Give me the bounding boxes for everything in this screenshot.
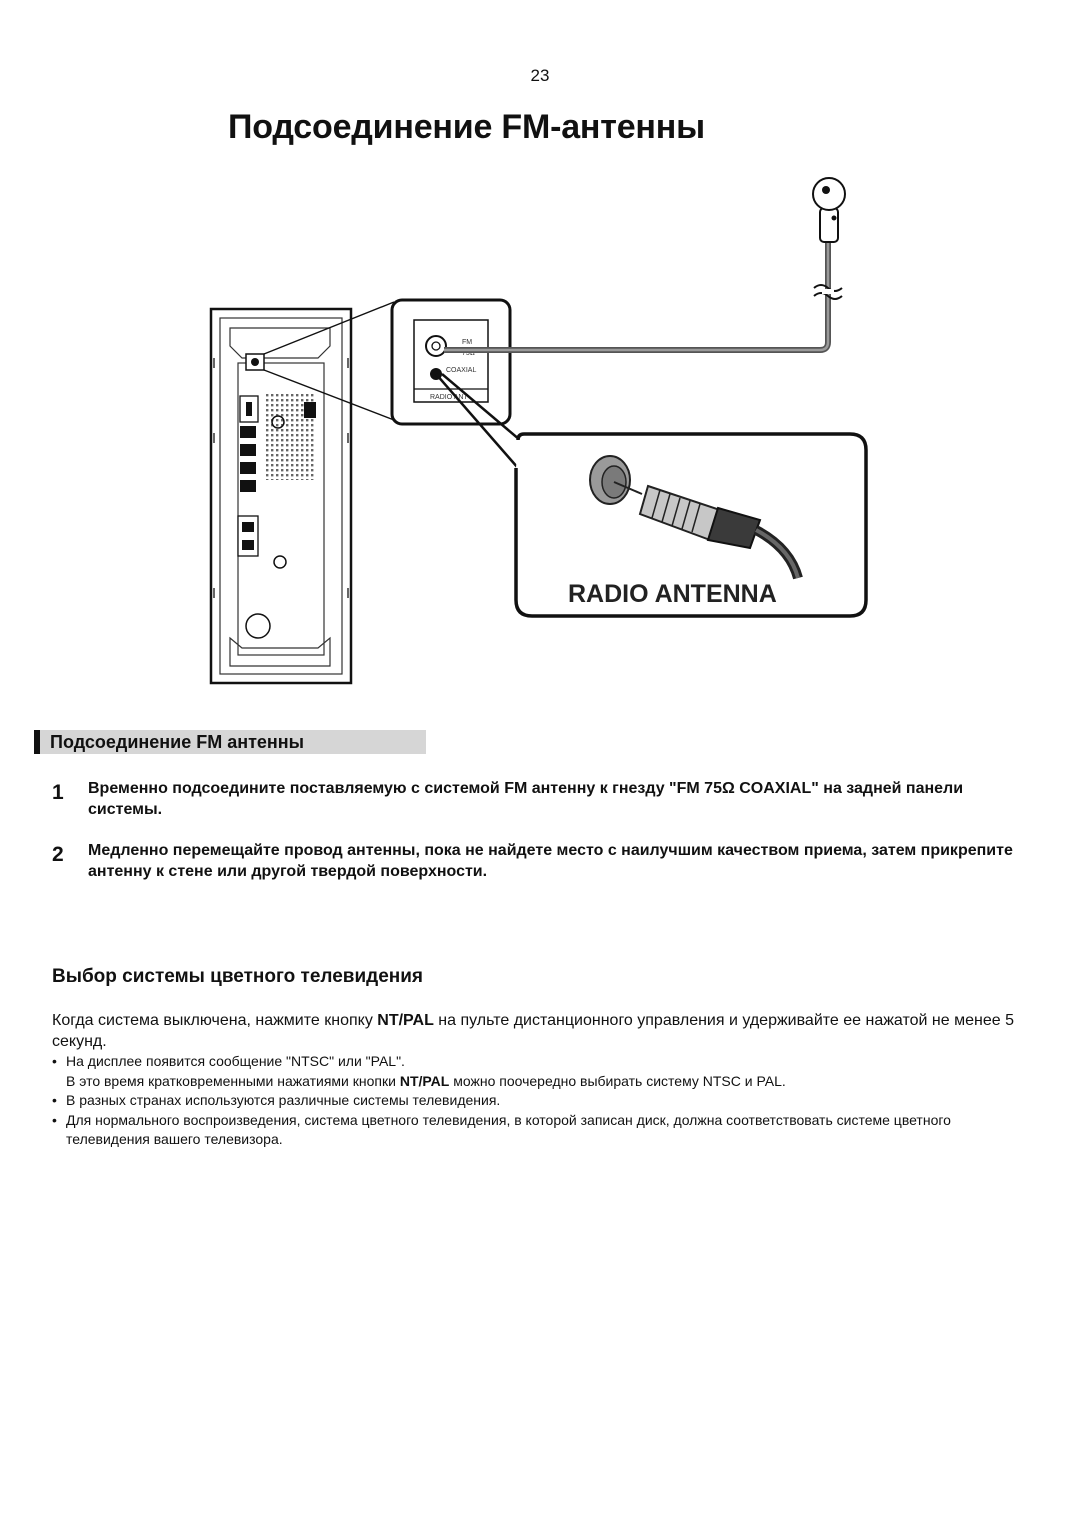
note-line: В это время кратковременными нажатиями к…	[66, 1072, 1032, 1092]
bullet-icon: •	[52, 1111, 57, 1128]
port-inset: FM 75Ω COAXIAL RADIO ANT	[390, 298, 512, 426]
step-text: Временно подсоедините поставляемую с сис…	[88, 780, 964, 818]
step-number: 1	[52, 781, 64, 804]
note-text: В разных странах используются различные …	[66, 1092, 501, 1108]
intro-text-end: на пульте дистанционного управления и уд…	[52, 1012, 1014, 1050]
fm-step-1: 1 Временно подсоедините поставляемую с с…	[52, 778, 1032, 820]
bullet-icon: •	[52, 1053, 57, 1069]
note-text: Для нормального воспроизведения, система…	[66, 1111, 951, 1148]
radio-antenna-label: RADIO ANTENNA	[568, 580, 777, 608]
fm-section-header: Подсоединение FM антенны	[34, 730, 426, 754]
list-item: • В разных странах используются различны…	[52, 1091, 1032, 1111]
port-75-label: 75Ω	[462, 350, 475, 357]
step-text: Медленно перемещайте провод антенны, пок…	[88, 842, 1013, 880]
nt-pal-button-name: NT/PAL	[377, 1012, 434, 1029]
page-number: 23	[530, 66, 550, 85]
fm-step-2: 2 Медленно перемещайте провод антенны, п…	[52, 840, 1032, 882]
nt-pal-button-name: NT/PAL	[399, 1072, 450, 1089]
list-item: • Для нормального воспроизведения, систе…	[52, 1111, 1032, 1150]
bullet-icon: •	[52, 1092, 57, 1108]
step-number: 2	[52, 843, 64, 866]
antenna-plug-icon	[812, 177, 846, 243]
tv-system-heading: Выбор системы цветного телевидения	[52, 966, 424, 987]
note-line: На дисплее появится сообщение "NTSC" или…	[66, 1053, 405, 1069]
port-panel-label: RADIO ANT	[430, 394, 468, 401]
port-fm-label: FM	[462, 339, 472, 346]
page-title: Подсоединение FM-антенны	[228, 108, 705, 146]
note-text-start: В это время кратковременными нажатиями к…	[66, 1072, 400, 1089]
unit-back-panel	[209, 307, 353, 685]
port-coaxial-label: COAXIAL	[446, 367, 476, 374]
list-item: • На дисплее появится сообщение "NTSC" и…	[52, 1052, 1032, 1091]
note-text-end: можно поочередно выбирать систему NTSC и…	[449, 1072, 786, 1089]
intro-text-start: Когда система выключена, нажмите кнопку	[52, 1012, 378, 1029]
tv-system-intro: Когда система выключена, нажмите кнопку …	[52, 1010, 1032, 1052]
radio-antenna-callout: RADIO ANTENNA	[514, 432, 868, 618]
fm-antenna-connection-diagram: FM 75Ω COAXIAL RADIO ANT	[209, 177, 868, 685]
tv-system-notes: • На дисплее появится сообщение "NTSC" и…	[52, 1052, 1032, 1150]
